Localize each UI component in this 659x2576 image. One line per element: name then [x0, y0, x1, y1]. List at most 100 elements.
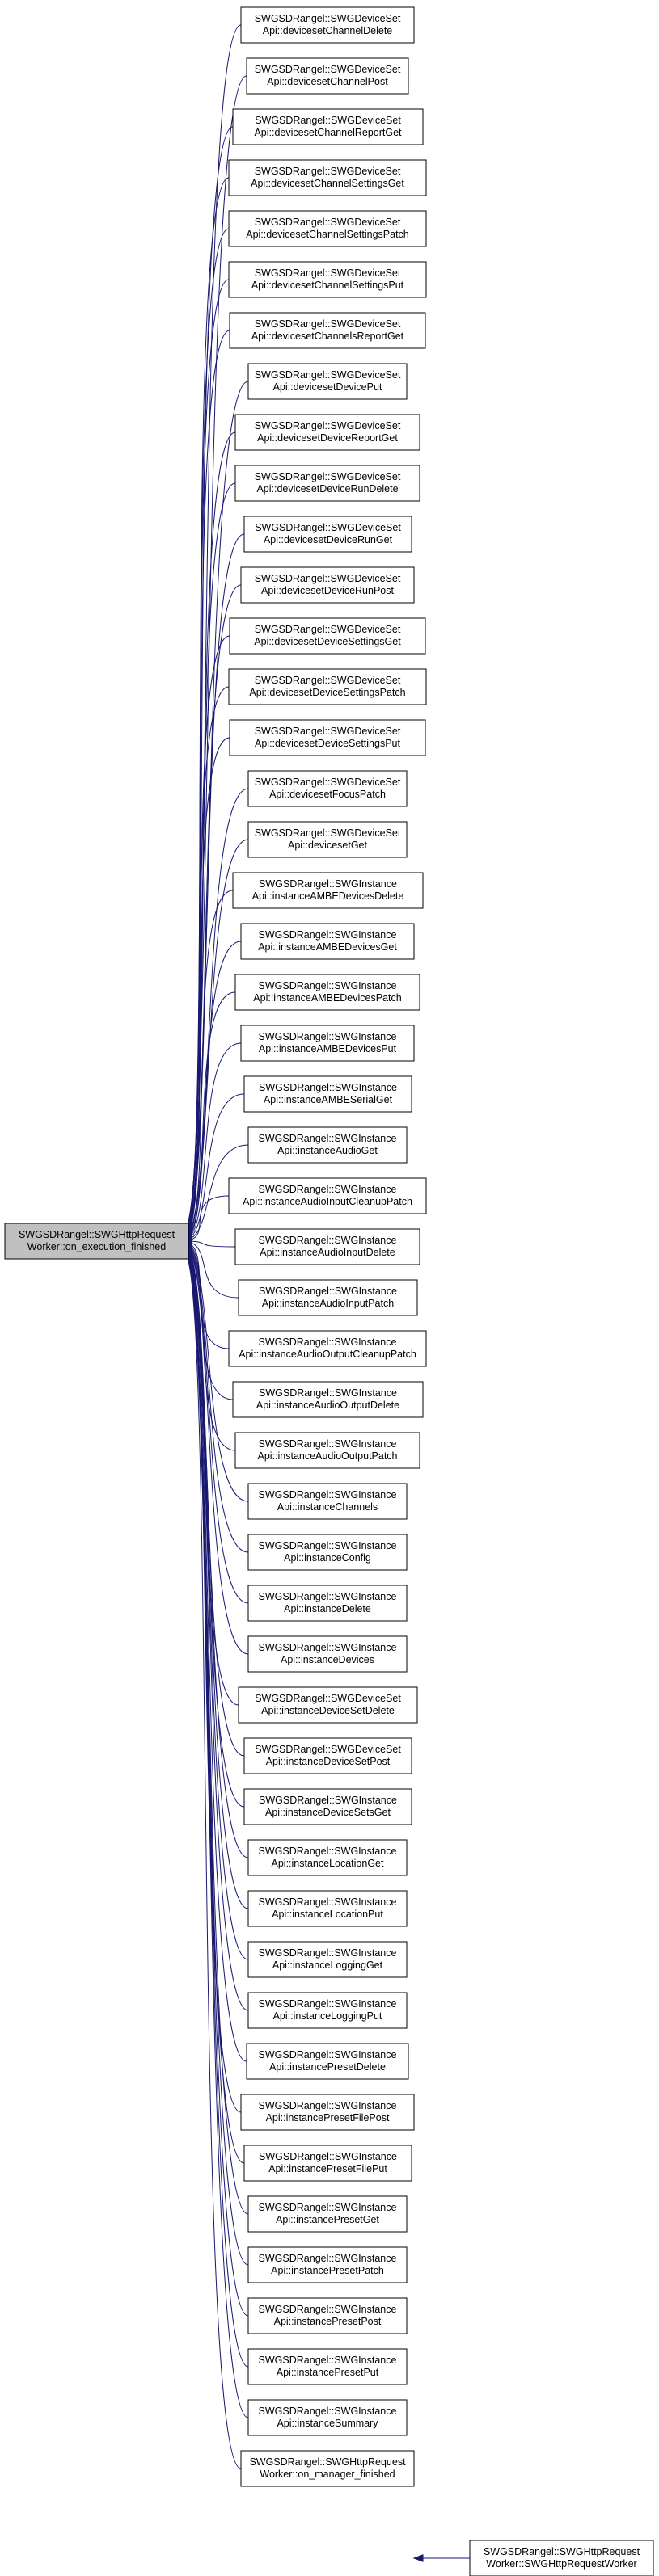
caller-node-instance-ambedevices-put[interactable]: SWGSDRangel::SWGInstanceApi::instanceAMB…	[240, 1025, 415, 1062]
caller-node-instance-device-set-delete[interactable]: SWGSDRangel::SWGDeviceSetApi::instanceDe…	[238, 1686, 418, 1724]
node-label-2: Api::instanceLocationPut	[272, 1909, 383, 1920]
caller-node-instance-audio-get[interactable]: SWGSDRangel::SWGInstanceApi::instanceAud…	[247, 1126, 408, 1164]
edge-instance-location-put	[184, 1248, 249, 1909]
edge-on-manager-finished	[184, 1253, 242, 2469]
caller-node-instance-preset-file-put[interactable]: SWGSDRangel::SWGInstanceApi::instancePre…	[243, 2145, 412, 2182]
caller-node-instance-location-put[interactable]: SWGSDRangel::SWGInstanceApi::instanceLoc…	[247, 1890, 408, 1927]
caller-node-swg-http-request-worker[interactable]: SWGSDRangel::SWGHttpRequestWorker::SWGHt…	[469, 2540, 654, 2576]
node-box	[243, 516, 412, 553]
node-label-1: SWGSDRangel::SWGDeviceSet	[255, 166, 401, 177]
caller-node-deviceset-focus-patch[interactable]: SWGSDRangel::SWGDeviceSetApi::devicesetF…	[247, 770, 408, 807]
focus-node-on-execution-finished[interactable]: SWGSDRangel::SWGHttpRequestWorker::on_ex…	[4, 1223, 189, 1260]
caller-node-instance-preset-post[interactable]: SWGSDRangel::SWGInstanceApi::instancePre…	[247, 2297, 408, 2334]
caller-node-instance-channels[interactable]: SWGSDRangel::SWGInstanceApi::instanceCha…	[247, 1483, 408, 1520]
caller-node-instance-ambeserial-get[interactable]: SWGSDRangel::SWGInstanceApi::instanceAMB…	[243, 1075, 412, 1113]
node-label-2: Api::instanceDeviceSetPost	[266, 1756, 391, 1767]
caller-node-instance-audio-output-patch[interactable]: SWGSDRangel::SWGInstanceApi::instanceAud…	[234, 1432, 420, 1469]
caller-node-deviceset-device-run-post[interactable]: SWGSDRangel::SWGDeviceSetApi::devicesetD…	[240, 566, 415, 604]
node-label-1: SWGSDRangel::SWGInstance	[259, 1286, 397, 1297]
node-label-1: SWGSDRangel::SWGInstance	[259, 2151, 397, 2162]
node-box	[246, 57, 409, 95]
caller-node-instance-logging-get[interactable]: SWGSDRangel::SWGInstanceApi::instanceLog…	[247, 1941, 408, 1978]
edge-deviceset-device-settings-patch	[184, 686, 230, 1236]
edge-instance-ambedevices-delete	[184, 890, 234, 1238]
caller-node-instance-config[interactable]: SWGSDRangel::SWGInstanceApi::instanceCon…	[247, 1534, 408, 1571]
node-label-2: Api::instanceAudioInputDelete	[260, 1247, 395, 1258]
caller-node-instance-location-get[interactable]: SWGSDRangel::SWGInstanceApi::instanceLoc…	[247, 1839, 408, 1876]
caller-node-instance-preset-get[interactable]: SWGSDRangel::SWGInstanceApi::instancePre…	[247, 2195, 408, 2233]
caller-node-deviceset-get[interactable]: SWGSDRangel::SWGDeviceSetApi::devicesetG…	[247, 821, 408, 858]
node-label-2: Api::instancePresetDelete	[269, 2061, 386, 2073]
caller-node-instance-device-set-post[interactable]: SWGSDRangel::SWGDeviceSetApi::instanceDe…	[243, 1737, 412, 1774]
caller-node-deviceset-device-report-get[interactable]: SWGSDRangel::SWGDeviceSetApi::devicesetD…	[234, 414, 420, 451]
node-label-1: SWGSDRangel::SWGHttpRequest	[484, 2546, 640, 2557]
node-label-1: SWGSDRangel::SWGInstance	[259, 929, 397, 941]
caller-node-deviceset-channels-report-get[interactable]: SWGSDRangel::SWGDeviceSetApi::devicesetC…	[229, 312, 426, 349]
node-label-1: SWGSDRangel::SWGInstance	[259, 1336, 397, 1348]
caller-node-instance-audio-output-delete[interactable]: SWGSDRangel::SWGInstanceApi::instanceAud…	[232, 1381, 424, 1418]
caller-node-instance-summary[interactable]: SWGSDRangel::SWGInstanceApi::instanceSum…	[247, 2399, 408, 2436]
caller-node-deviceset-device-run-get[interactable]: SWGSDRangel::SWGDeviceSetApi::devicesetD…	[243, 516, 412, 553]
node-label-1: SWGSDRangel::SWGInstance	[259, 2304, 397, 2315]
node-box	[243, 1737, 412, 1774]
caller-node-instance-preset-put[interactable]: SWGSDRangel::SWGInstanceApi::instancePre…	[247, 2348, 408, 2385]
caller-node-deviceset-device-settings-put[interactable]: SWGSDRangel::SWGDeviceSetApi::devicesetD…	[229, 719, 426, 756]
caller-node-on-manager-finished[interactable]: SWGSDRangel::SWGHttpRequestWorker::on_ma…	[240, 2450, 415, 2487]
edge-instance-audio-input-delete	[184, 1240, 236, 1248]
caller-node-instance-preset-file-post[interactable]: SWGSDRangel::SWGInstanceApi::instancePre…	[240, 2094, 415, 2131]
node-box	[232, 108, 424, 145]
caller-node-instance-logging-put[interactable]: SWGSDRangel::SWGInstanceApi::instanceLog…	[247, 1992, 408, 2029]
node-box	[247, 2348, 408, 2385]
node-box	[247, 1941, 408, 1978]
node-box	[243, 2145, 412, 2182]
caller-node-instance-audio-input-patch[interactable]: SWGSDRangel::SWGInstanceApi::instanceAud…	[238, 1279, 418, 1316]
node-label-1: SWGSDRangel::SWGDeviceSet	[255, 64, 401, 75]
edge-instance-ambeserial-get	[184, 1093, 245, 1240]
caller-node-instance-delete[interactable]: SWGSDRangel::SWGInstanceApi::instanceDel…	[247, 1585, 408, 1622]
node-box	[228, 1330, 427, 1367]
node-box	[234, 414, 420, 451]
node-box	[228, 261, 427, 298]
node-label-2: Api::instanceAudioInputPatch	[262, 1298, 394, 1309]
node-label-2: Api::devicesetChannelReportGet	[254, 127, 402, 138]
node-label-1: SWGSDRangel::SWGDeviceSet	[255, 827, 401, 839]
node-box	[247, 2399, 408, 2436]
caller-node-instance-devices[interactable]: SWGSDRangel::SWGInstanceApi::instanceDev…	[247, 1635, 408, 1673]
node-box	[238, 1686, 418, 1724]
caller-node-deviceset-channel-settings-put[interactable]: SWGSDRangel::SWGDeviceSetApi::devicesetC…	[228, 261, 427, 298]
node-label-1: SWGSDRangel::SWGInstance	[259, 1846, 397, 1857]
caller-node-deviceset-channel-settings-get[interactable]: SWGSDRangel::SWGDeviceSetApi::devicesetC…	[228, 159, 427, 196]
edge-deviceset-device-run-delete	[184, 482, 236, 1234]
caller-node-instance-audio-input-delete[interactable]: SWGSDRangel::SWGInstanceApi::instanceAud…	[234, 1228, 420, 1265]
caller-node-instance-ambedevices-patch[interactable]: SWGSDRangel::SWGInstanceApi::instanceAMB…	[234, 974, 420, 1011]
node-box	[240, 2450, 415, 2487]
caller-node-deviceset-channel-settings-patch[interactable]: SWGSDRangel::SWGDeviceSetApi::devicesetC…	[228, 210, 427, 247]
caller-node-instance-ambedevices-delete[interactable]: SWGSDRangel::SWGInstanceApi::instanceAMB…	[232, 872, 424, 909]
caller-node-deviceset-channel-report-get[interactable]: SWGSDRangel::SWGDeviceSetApi::devicesetC…	[232, 108, 424, 145]
node-label-2: Api::instanceAudioGet	[277, 1145, 378, 1156]
node-label-1: SWGSDRangel::SWGDeviceSet	[255, 624, 401, 635]
node-label-1: SWGSDRangel::SWGInstance	[259, 2355, 397, 2366]
node-box	[232, 872, 424, 909]
caller-node-deviceset-device-settings-get[interactable]: SWGSDRangel::SWGDeviceSetApi::devicesetD…	[229, 617, 426, 655]
caller-node-instance-audio-input-cleanup-patch[interactable]: SWGSDRangel::SWGInstanceApi::instanceAud…	[228, 1177, 427, 1214]
caller-node-instance-audio-output-cleanup-patch[interactable]: SWGSDRangel::SWGInstanceApi::instanceAud…	[228, 1330, 427, 1367]
node-label-1: SWGSDRangel::SWGHttpRequest	[249, 2456, 406, 2468]
caller-node-deviceset-channel-delete[interactable]: SWGSDRangel::SWGDeviceSetApi::devicesetC…	[240, 6, 415, 44]
caller-node-deviceset-channel-post[interactable]: SWGSDRangel::SWGDeviceSetApi::devicesetC…	[246, 57, 409, 95]
caller-node-instance-ambedevices-get[interactable]: SWGSDRangel::SWGInstanceApi::instanceAMB…	[240, 923, 415, 960]
node-box	[229, 617, 426, 655]
node-box	[246, 2043, 409, 2080]
caller-node-instance-device-sets-get[interactable]: SWGSDRangel::SWGInstanceApi::instanceDev…	[243, 1788, 412, 1825]
caller-node-instance-preset-patch[interactable]: SWGSDRangel::SWGInstanceApi::instancePre…	[247, 2246, 408, 2283]
node-label-2: Api::instanceLocationGet	[272, 1858, 385, 1869]
node-label-1: SWGSDRangel::SWGDeviceSet	[255, 1744, 401, 1755]
node-box	[228, 668, 427, 705]
node-label-2: Api::instanceAMBEDevicesPatch	[253, 992, 401, 1004]
edge-instance-ambedevices-put	[184, 1042, 242, 1240]
caller-node-deviceset-device-settings-patch[interactable]: SWGSDRangel::SWGDeviceSetApi::devicesetD…	[228, 668, 427, 705]
caller-node-deviceset-device-run-delete[interactable]: SWGSDRangel::SWGDeviceSetApi::devicesetD…	[234, 465, 420, 502]
caller-node-instance-preset-delete[interactable]: SWGSDRangel::SWGInstanceApi::instancePre…	[246, 2043, 409, 2080]
caller-node-deviceset-device-put[interactable]: SWGSDRangel::SWGDeviceSetApi::devicesetD…	[247, 363, 408, 400]
